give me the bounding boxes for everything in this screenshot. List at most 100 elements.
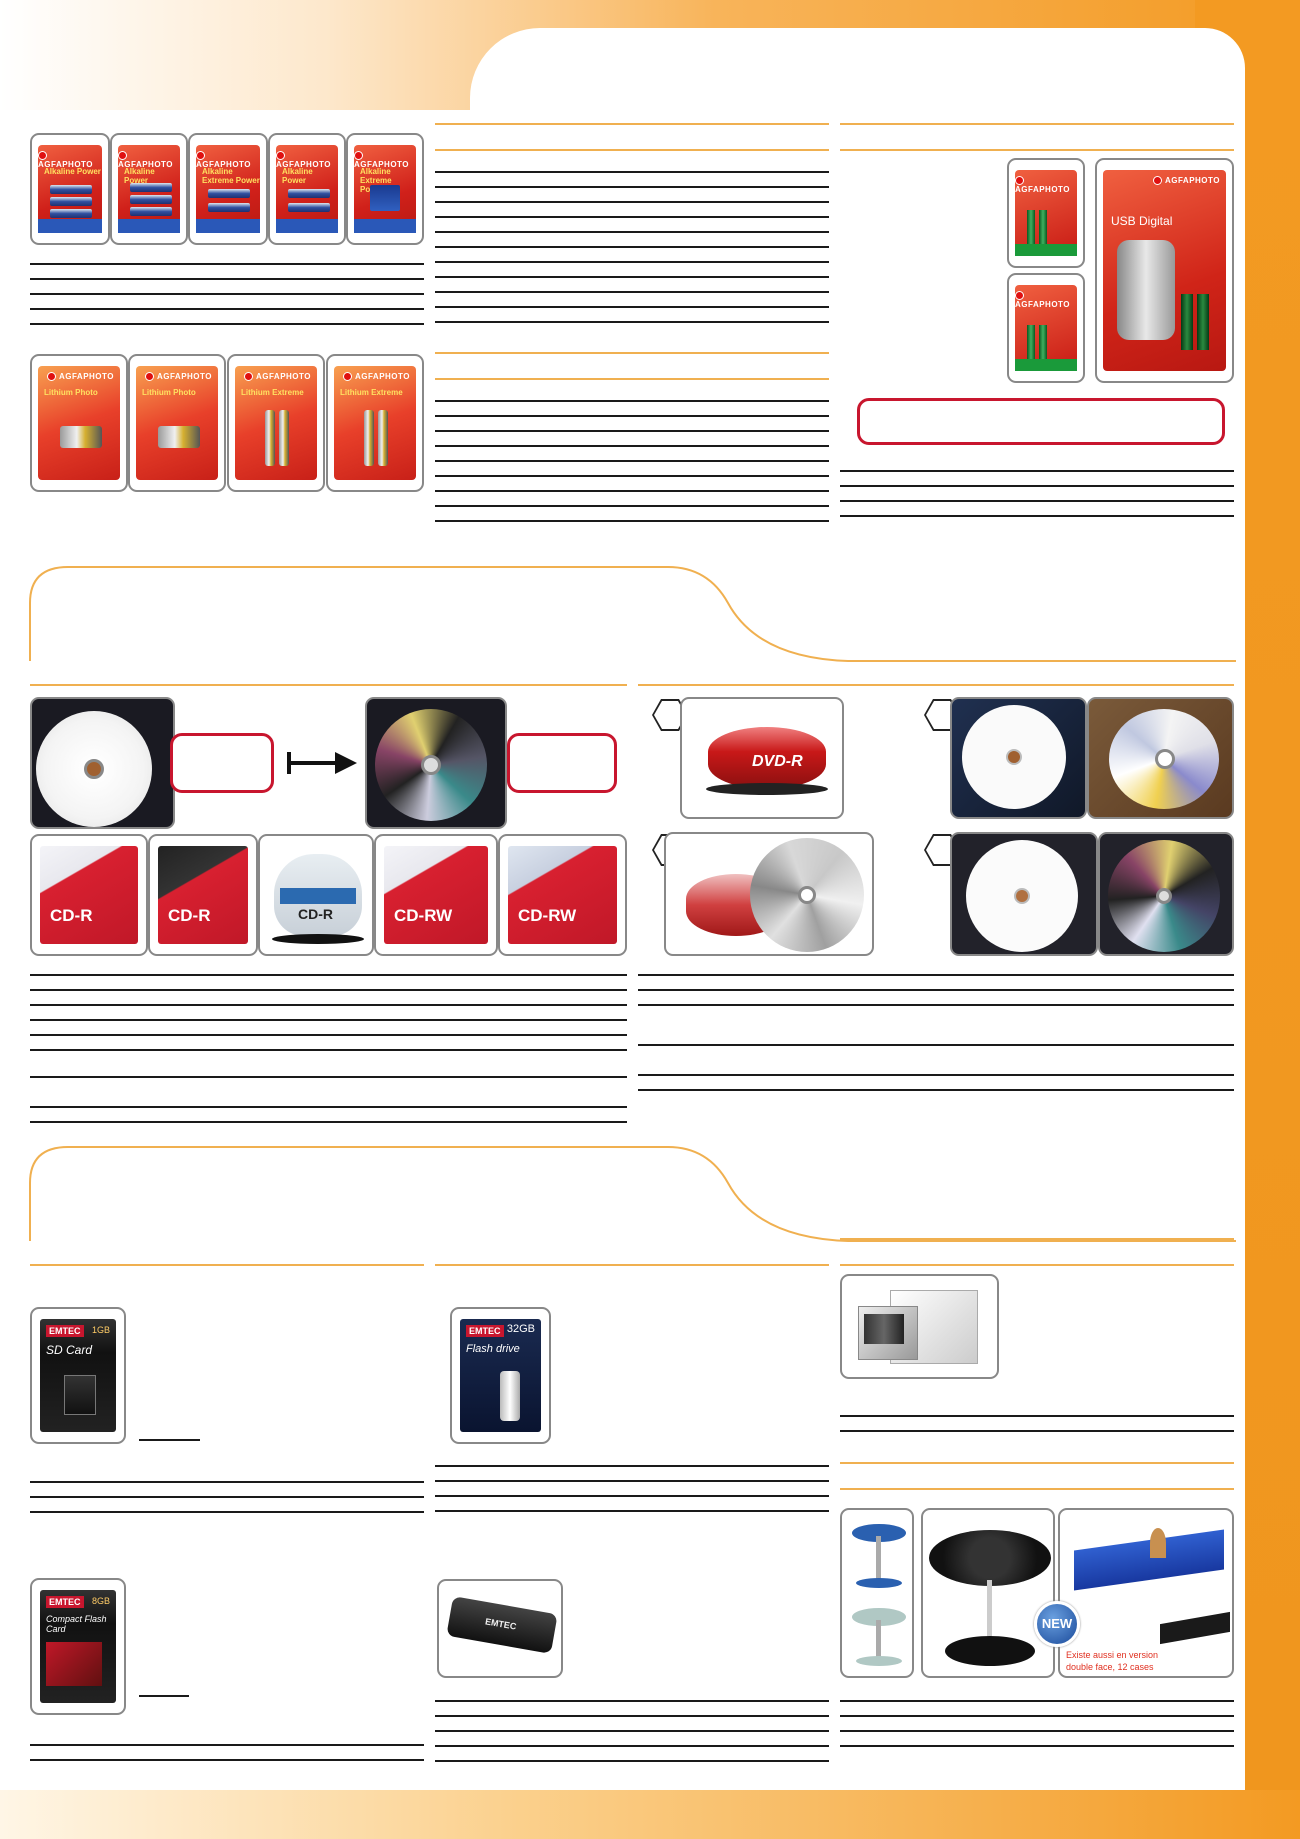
- cdrw-box-2[interactable]: CD-RW: [498, 834, 627, 956]
- text-line: [435, 216, 829, 218]
- column-header-rule: [435, 123, 829, 125]
- dvd-spindle-10[interactable]: DVD-R: [680, 697, 844, 819]
- usb-stick-photo[interactable]: EMTEC: [437, 1579, 563, 1678]
- text-line: [638, 1004, 1234, 1006]
- box-label: CD-RW: [518, 906, 577, 925]
- text-line: [30, 989, 627, 991]
- printed-dvd-photo-2[interactable]: [1098, 832, 1234, 956]
- pack-label: Lithium Extreme: [241, 388, 304, 397]
- text-line: [435, 460, 829, 462]
- cdr-box-1[interactable]: CD-R: [30, 834, 148, 956]
- callout-box-left: [170, 733, 274, 793]
- text-line: [30, 1496, 424, 1498]
- column-header-rule: [30, 1264, 424, 1266]
- text-line: [435, 291, 829, 293]
- agfa-logo: AGFAPHOTO: [47, 372, 114, 381]
- pack-label: Lithium Photo: [44, 388, 98, 397]
- text-line: [435, 1760, 829, 1762]
- text-line: [435, 1745, 829, 1747]
- agfa-logo: AGFAPHOTO: [145, 372, 212, 381]
- new-badge: NEW: [1034, 1601, 1080, 1647]
- text-line: [435, 321, 829, 323]
- text-line: [435, 1495, 829, 1497]
- agfa-logo: AGFAPHOTO: [196, 151, 254, 169]
- text-line: [840, 515, 1234, 517]
- right-sidebar: [1245, 0, 1300, 1839]
- white-disc-photo[interactable]: [30, 697, 175, 829]
- printed-dvd-photo[interactable]: [1087, 697, 1234, 819]
- text-line: [30, 974, 627, 976]
- pack-label: Alkaline Power: [282, 167, 313, 185]
- panel-corner: [1170, 28, 1245, 108]
- emtec-logo: EMTEC: [46, 1325, 84, 1337]
- cdr-spindle[interactable]: CD-R: [258, 834, 374, 956]
- text-line: [435, 475, 829, 477]
- text-line: [30, 1744, 424, 1746]
- dvd-spindle-disc[interactable]: [664, 832, 874, 956]
- agfa-logo: AGFAPHOTO: [276, 151, 332, 169]
- agfa-logo: AGFAPHOTO: [118, 151, 174, 169]
- text-line: [435, 186, 829, 188]
- agfa-logo: AGFAPHOTO: [354, 151, 410, 169]
- text-line: [435, 246, 829, 248]
- cd-storage-drawer[interactable]: [840, 1274, 999, 1379]
- text-line: [435, 505, 829, 507]
- text-line: [30, 1481, 424, 1483]
- lithium-pack-1[interactable]: AGFAPHOTO Lithium Photo: [30, 354, 128, 492]
- pack-label: Alkaline Power: [124, 167, 155, 185]
- column-header-rule: [840, 1264, 1234, 1266]
- pack-label: Alkaline Power: [44, 167, 101, 176]
- sd-label: SD Card: [46, 1343, 93, 1357]
- rechargeable-pack-1[interactable]: AGFAPHOTO: [1007, 158, 1085, 268]
- text-line: [840, 1730, 1234, 1732]
- column-header-rule: [638, 684, 1234, 686]
- text-line: [30, 293, 424, 295]
- spindle-label: CD-R: [298, 906, 333, 922]
- text-line: [435, 276, 829, 278]
- text-line: [435, 445, 829, 447]
- charger-label: USB Digital: [1111, 214, 1173, 228]
- cdrw-box-1[interactable]: CD-RW: [374, 834, 498, 956]
- text-line: [840, 470, 1234, 472]
- column-header-rule: [435, 352, 829, 354]
- text-line: [30, 1034, 627, 1036]
- text-line: [638, 1044, 1234, 1046]
- text-line: [30, 1004, 627, 1006]
- callout-box-right: [507, 733, 617, 793]
- column-header-rule: [435, 1264, 829, 1266]
- white-dvd-photo-2[interactable]: [950, 832, 1098, 956]
- text-line: [30, 308, 424, 310]
- printable-dvd-photo[interactable]: [950, 697, 1087, 819]
- rechargeable-pack-2[interactable]: AGFAPHOTO: [1007, 273, 1085, 383]
- text-line: [840, 500, 1234, 502]
- text-line: [840, 1415, 1234, 1417]
- text-line: [435, 231, 829, 233]
- emtec-logo: EMTEC: [46, 1596, 84, 1608]
- printed-disc-photo[interactable]: [365, 697, 507, 829]
- agfa-logo: AGFAPHOTO: [1015, 291, 1071, 309]
- text-line: [30, 1076, 627, 1078]
- rotary-rack-black[interactable]: [921, 1508, 1055, 1678]
- text-line: [435, 1465, 829, 1467]
- agfa-logo: AGFAPHOTO: [343, 372, 410, 381]
- text-line: [30, 1121, 627, 1123]
- rotary-rack-small[interactable]: [840, 1508, 914, 1678]
- text-line: [638, 1074, 1234, 1076]
- text-line: [840, 1430, 1234, 1432]
- cdr-slim-box[interactable]: CD-R: [148, 834, 258, 956]
- usb-charger-pack[interactable]: AGFAPHOTO USB Digital: [1095, 158, 1234, 383]
- text-line: [840, 1700, 1234, 1702]
- text-line: [435, 261, 829, 263]
- desk-rack-blue[interactable]: Existe aussi en version double face, 12 …: [1058, 1508, 1234, 1678]
